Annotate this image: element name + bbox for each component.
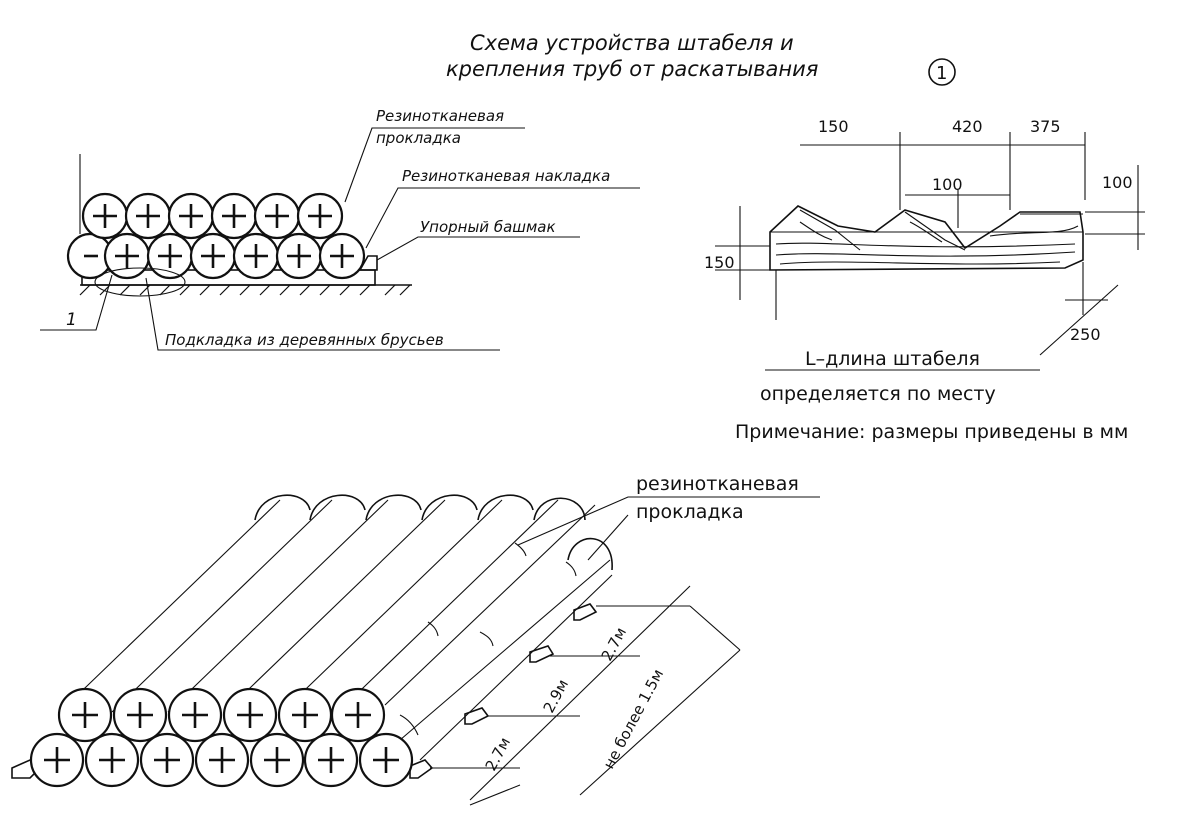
title-line-2: крепления труб от раскатывания (446, 57, 818, 81)
perspective-view: резинотканевая прокладка 2.7м 2.9м 2.7м … (11, 473, 820, 806)
length-note: определяется по месту (760, 383, 996, 405)
label-rubber-gasket-1: Резинотканевая (376, 107, 504, 125)
section-view: Резинотканевая прокладка Резинотканевая … (40, 107, 640, 351)
dim-2-7-upper: 2.7м (598, 624, 630, 664)
title-number-circle (928, 58, 956, 86)
dim-250: 250 (1070, 325, 1101, 344)
dim-375: 375 (1030, 117, 1061, 136)
pipe-bodies (59, 494, 613, 761)
label-persp-gasket-2: прокладка (636, 501, 744, 523)
dim-not-more-1-5: не более 1.5м (600, 666, 668, 772)
dim-100-right: 100 (1102, 173, 1133, 192)
length-label: L–длина штабеля (805, 348, 980, 370)
dim-420: 420 (952, 117, 983, 136)
label-persp-gasket-1: резинотканевая (636, 473, 799, 495)
dim-2-9: 2.9м (540, 676, 572, 716)
wood-grain (775, 221, 1079, 265)
label-rubber-gasket-2: прокладка (376, 129, 461, 147)
wood-block-front (769, 205, 1084, 271)
dim-100-mid: 100 (932, 175, 963, 194)
section-top-row (81, 192, 344, 240)
spacing-dimensions (430, 585, 741, 806)
label-wood-beams: Подкладка из деревянных брусьев (165, 331, 444, 349)
perspective-bottom-row (29, 732, 414, 788)
perspective-top-row (57, 687, 386, 743)
ground-hatch (79, 284, 412, 296)
dim-150-top: 150 (818, 117, 849, 136)
units-note: Примечание: размеры приведены в мм (735, 421, 1128, 443)
stop-shoe (358, 255, 378, 271)
label-stop-shoe: Упорный башмак (420, 218, 556, 236)
dim-150-left: 150 (704, 253, 735, 272)
label-callout-1: 1 (66, 310, 77, 330)
block-detail: 150 420 375 100 100 150 250 L–длина штаб… (704, 117, 1145, 443)
title-number: 1 (936, 63, 947, 84)
label-rubber-overlay: Резинотканевая накладка (402, 167, 610, 185)
title-line-1: Схема устройства штабеля и (470, 31, 794, 55)
callout-ellipse (94, 267, 186, 297)
section-bottom-row (66, 232, 366, 280)
